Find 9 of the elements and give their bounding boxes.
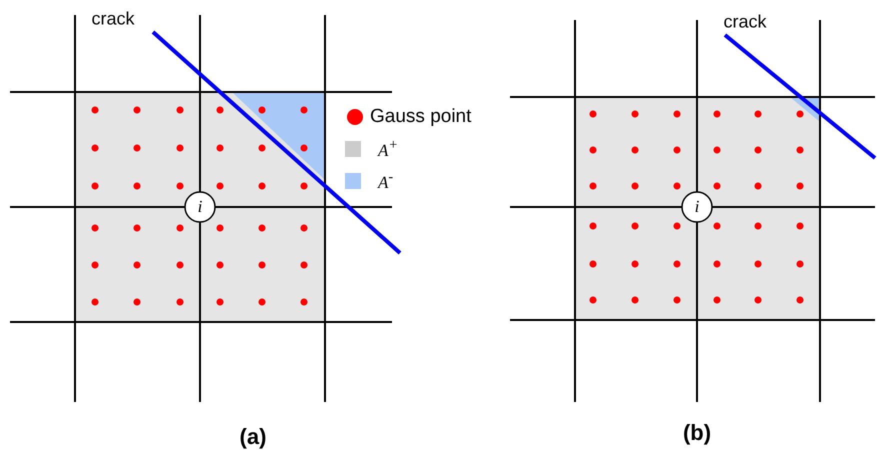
node-label: i bbox=[198, 197, 202, 217]
crack-label: crack bbox=[724, 12, 766, 32]
panel-caption: (b) bbox=[682, 420, 712, 446]
legend-label: Gauss point bbox=[370, 106, 472, 128]
legend-label: A$^{-}$ bbox=[378, 169, 394, 193]
crack-label: crack bbox=[92, 8, 134, 30]
node-label: i bbox=[694, 197, 700, 217]
panel-caption: (a) bbox=[240, 424, 266, 450]
legend-label: A$^{+}$ bbox=[378, 137, 398, 161]
